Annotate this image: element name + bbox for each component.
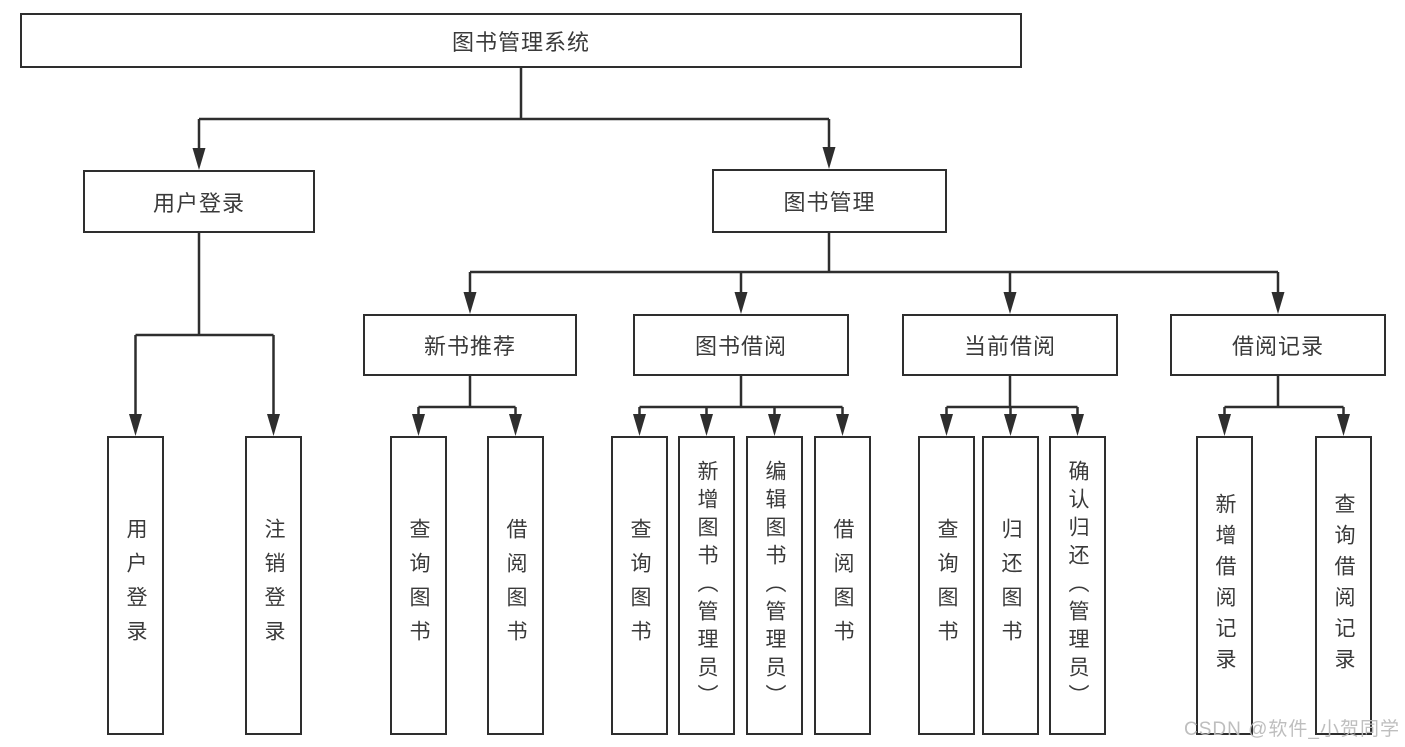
leaf-query-books-current: 查询图书	[918, 436, 975, 735]
csdn-watermark: CSDN @软件_小贺同学	[1184, 719, 1400, 740]
leaf-query-borrow-record: 查询借阅记录	[1315, 436, 1372, 735]
arrowhead-icons	[129, 147, 1350, 436]
leaf-label: 查询借阅记录	[1332, 492, 1355, 679]
node-new-book-recommendation: 新书推荐	[363, 314, 577, 376]
node-current-borrowing: 当前借阅	[902, 314, 1118, 376]
leaf-label: 归还图书	[999, 517, 1022, 654]
leaf-label: 查询图书	[935, 517, 958, 654]
leaf-borrow-books: 借阅图书	[814, 436, 871, 735]
leaf-user-login: 用户登录	[107, 436, 164, 735]
leaf-return-books: 归还图书	[982, 436, 1039, 735]
leaf-label: 新增借阅记录	[1213, 492, 1236, 679]
leaf-logout: 注销登录	[245, 436, 302, 735]
leaf-label: 用户登录	[124, 517, 147, 654]
node-user-login: 用户登录	[83, 170, 315, 233]
leaf-label: 确认归还（管理员）	[1066, 459, 1089, 712]
leaf-label: 注销登录	[262, 517, 285, 654]
leaf-label: 借阅图书	[504, 517, 527, 654]
leaf-query-books-recommend: 查询图书	[390, 436, 447, 735]
leaf-confirm-return-admin: 确认归还（管理员）	[1049, 436, 1106, 735]
node-library-management-system: 图书管理系统	[20, 13, 1022, 68]
node-book-borrowing: 图书借阅	[633, 314, 849, 376]
leaf-add-borrow-record: 新增借阅记录	[1196, 436, 1253, 735]
leaf-label: 编辑图书（管理员）	[763, 459, 786, 712]
leaf-add-books-admin: 新增图书（管理员）	[678, 436, 735, 735]
leaf-borrow-books-recommend: 借阅图书	[487, 436, 544, 735]
leaf-label: 查询图书	[407, 517, 430, 654]
node-borrowing-records: 借阅记录	[1170, 314, 1386, 376]
leaf-query-books-borrow: 查询图书	[611, 436, 668, 735]
leaf-label: 新增图书（管理员）	[695, 459, 718, 712]
leaf-label: 借阅图书	[831, 517, 854, 654]
node-book-management: 图书管理	[712, 169, 947, 233]
leaf-label: 查询图书	[628, 517, 651, 654]
leaf-edit-books-admin: 编辑图书（管理员）	[746, 436, 803, 735]
